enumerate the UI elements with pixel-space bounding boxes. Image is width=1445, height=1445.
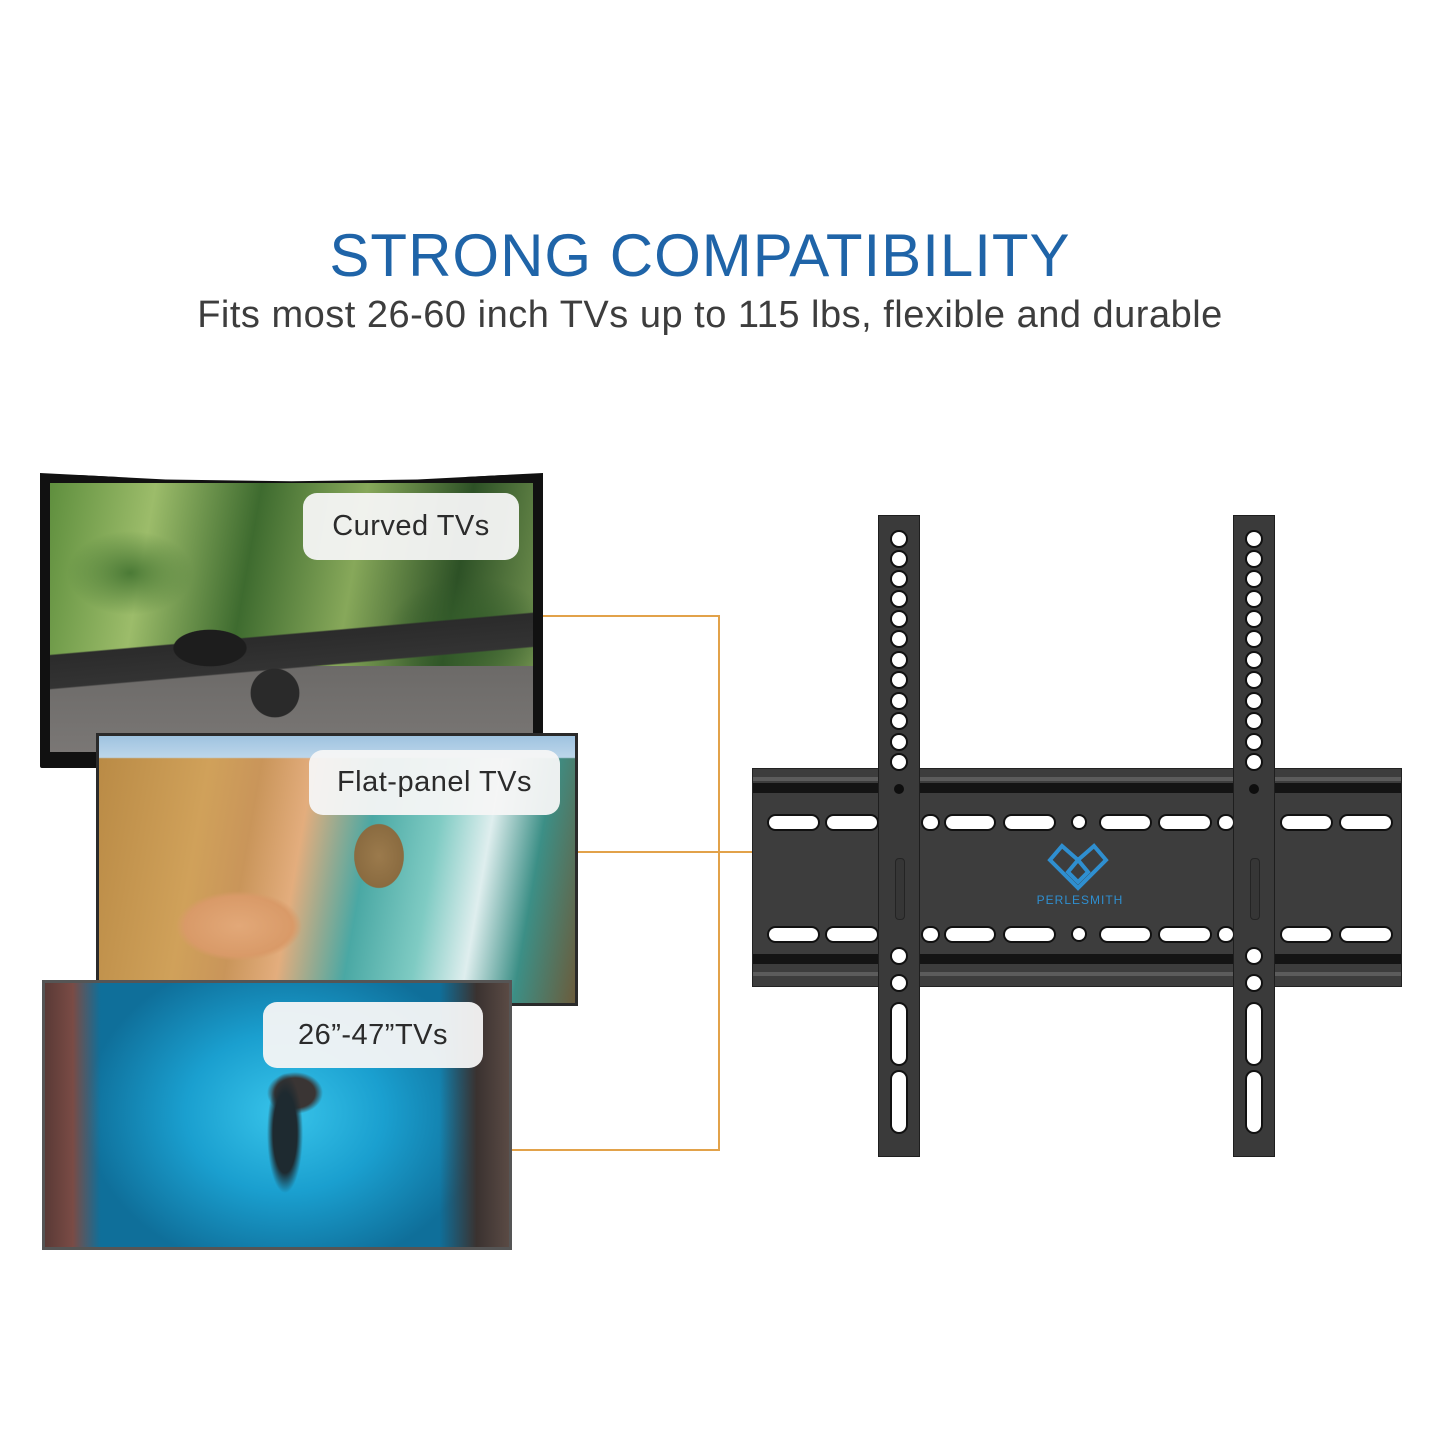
connector-line-top (543, 615, 719, 617)
mount-slot (1341, 928, 1391, 941)
rail-highlight (753, 777, 1401, 781)
rail-highlight (753, 972, 1401, 976)
vertical-arm-right (1233, 515, 1275, 1157)
mount-slot (827, 928, 877, 941)
mount-slot (1160, 928, 1210, 941)
mount-slot (1101, 816, 1150, 829)
connector-line-bottom (512, 1149, 719, 1151)
rail-groove (753, 783, 1401, 793)
curved-tv-label: Curved TVs (303, 493, 519, 560)
mount-slot (923, 816, 938, 829)
connector-line-middle (578, 851, 752, 853)
mount-slot (1219, 816, 1233, 829)
vertical-arm-left (878, 515, 920, 1157)
mount-hole (1073, 816, 1085, 828)
mount-slot (1101, 928, 1150, 941)
mount-slot (769, 928, 818, 941)
mount-slot (1282, 816, 1331, 829)
page-title: STRONG COMPATIBILITY (329, 222, 1071, 290)
mount-slot (769, 816, 818, 829)
mount-slot (1005, 816, 1054, 829)
mount-slot (1219, 928, 1233, 941)
mount-slot (827, 816, 877, 829)
mount-slot (946, 928, 994, 941)
brand-logo-text: PERLESMITH (1036, 893, 1124, 907)
mount-hole (1073, 928, 1085, 940)
heart-diamond-logo-icon (1047, 843, 1109, 891)
mount-slot (1282, 928, 1331, 941)
mount-slot (1005, 928, 1054, 941)
mount-slot (1160, 816, 1210, 829)
mount-slot (946, 816, 994, 829)
wall-mount-plate (752, 768, 1402, 987)
mount-slot (1341, 816, 1391, 829)
connector-line-vertical (718, 615, 720, 1151)
rail-groove (753, 954, 1401, 964)
flat-panel-tv-label: Flat-panel TVs (309, 750, 560, 815)
page-subtitle: Fits most 26-60 inch TVs up to 115 lbs, … (197, 294, 1223, 336)
size-range-tv-label: 26”-47”TVs (263, 1002, 483, 1068)
mount-slot (923, 928, 938, 941)
